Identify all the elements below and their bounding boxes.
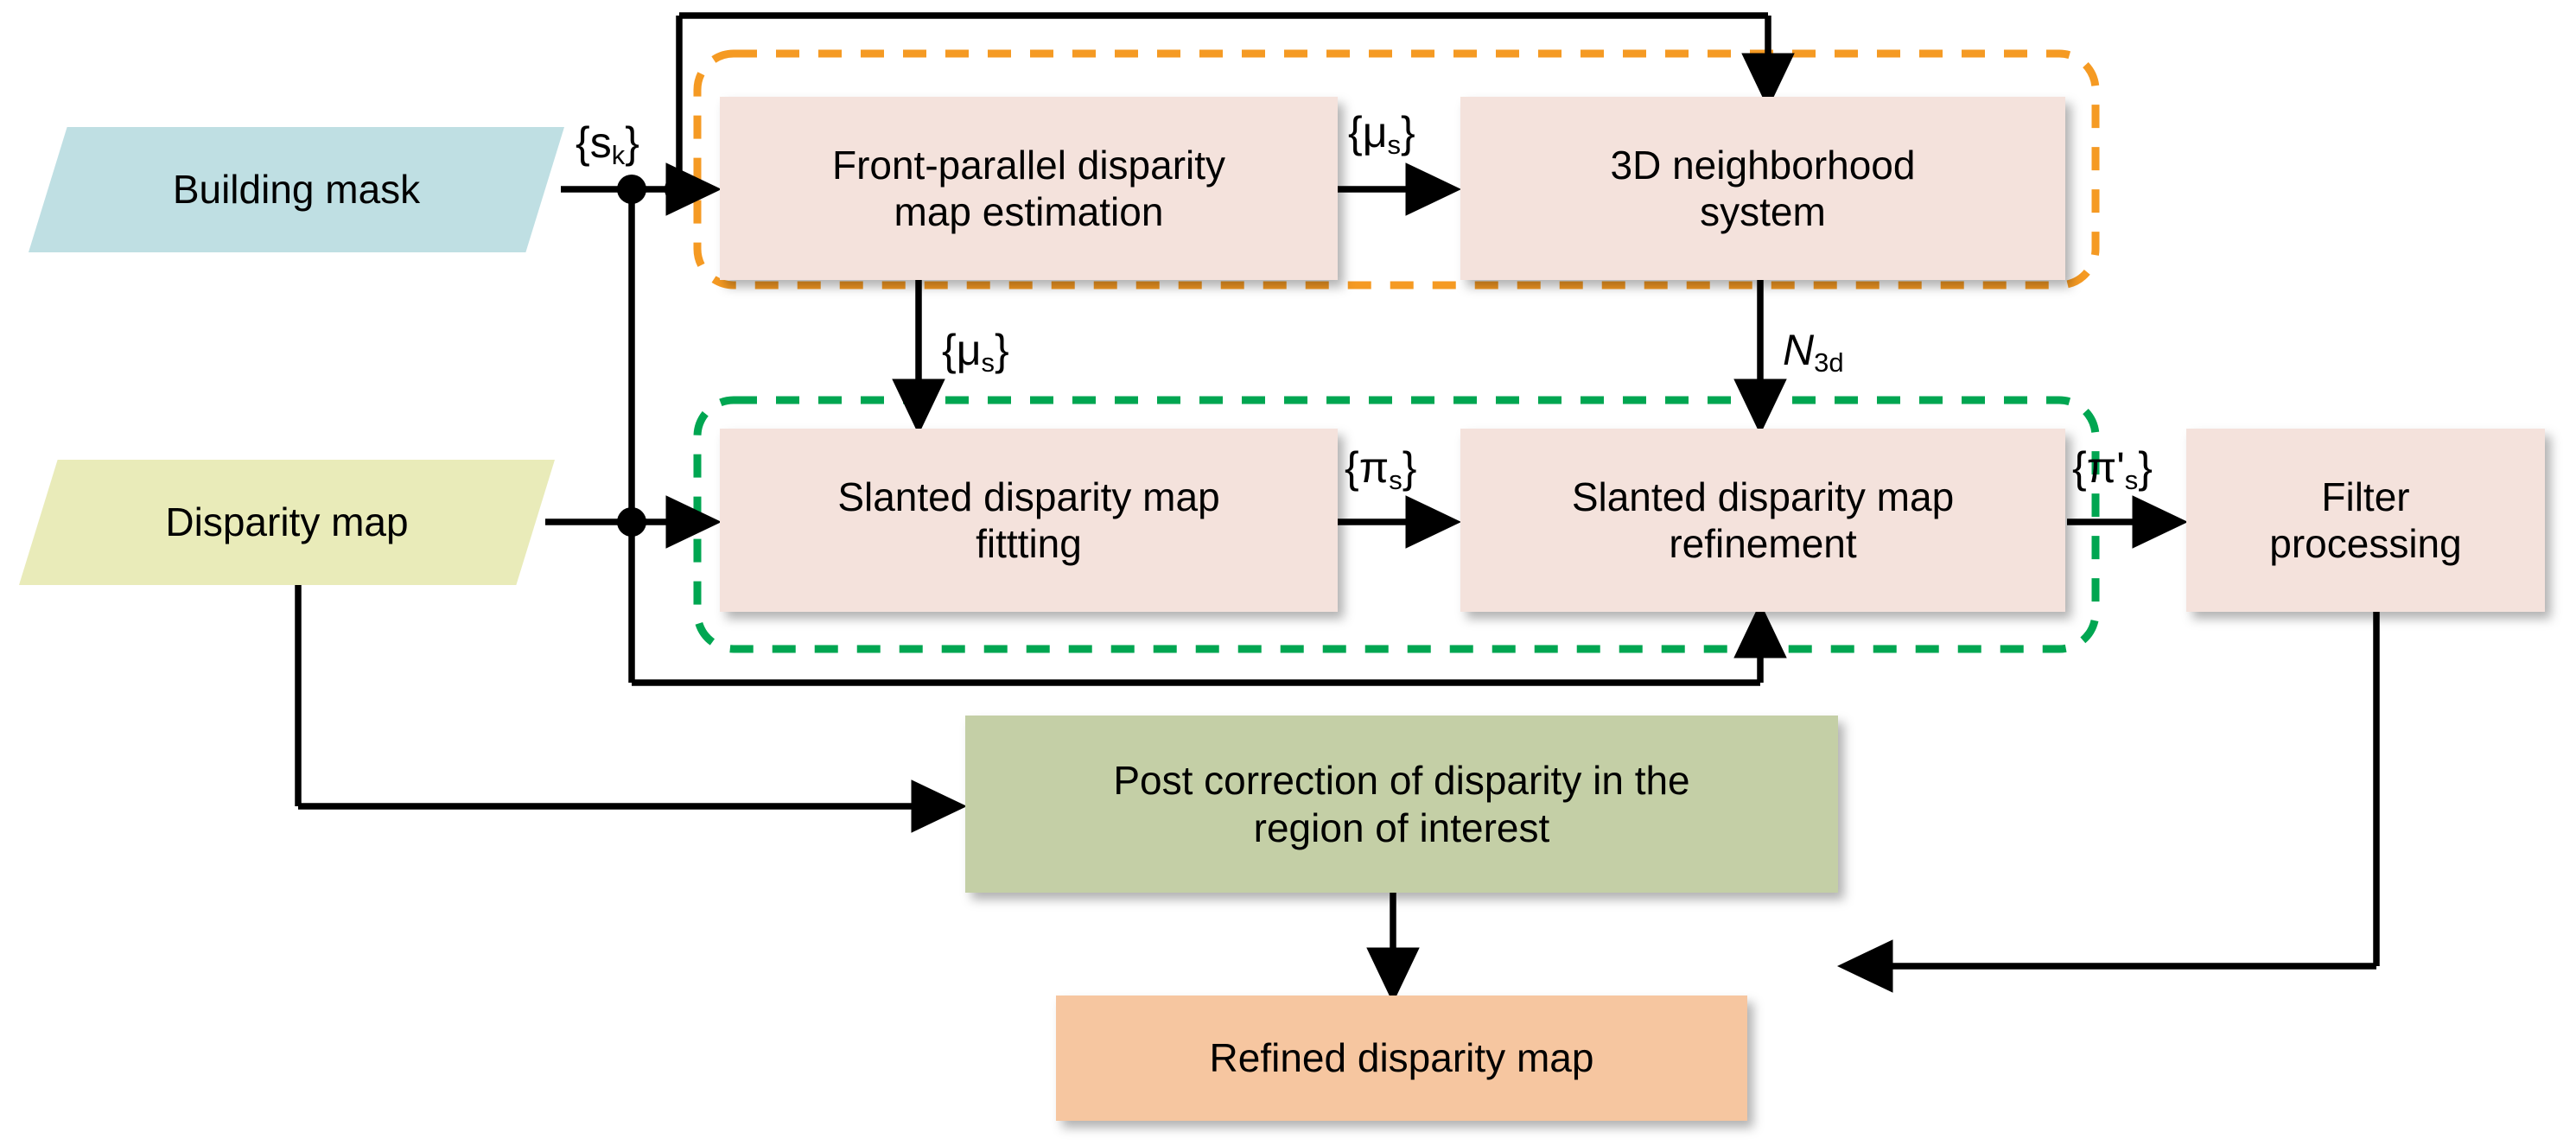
junction-dot-disparity — [617, 507, 646, 537]
edge-label-pis-sub: s — [1389, 465, 1402, 496]
edge-label-n3d-sub: 3d — [1814, 347, 1844, 378]
node-slanted-disparity-map-fitting[interactable]: Slanted disparity map fittting — [720, 429, 1338, 612]
edge-label-sk-base: {s — [576, 118, 612, 167]
node-3d-neighborhood-line2: system — [1700, 189, 1826, 234]
edge-label-pis-close: } — [1402, 443, 1417, 492]
node-disparity-map-label: Disparity map — [165, 499, 409, 545]
junction-dot-sk-left — [617, 175, 646, 204]
node-3d-neighborhood-system[interactable]: 3D neighborhood system — [1460, 97, 2065, 280]
node-slanted-fitting-line2: fittting — [976, 521, 1082, 566]
edge-label-mus-top-close: } — [1401, 108, 1415, 156]
node-filter-processing-text: Filter processing — [2252, 474, 2478, 568]
edge-label-pis-prime-base: {π' — [2072, 443, 2125, 492]
edge-label-mus-top-sub: s — [1387, 130, 1402, 161]
node-3d-neighborhood-text: 3D neighborhood system — [1593, 142, 1933, 236]
node-post-correction-line2: region of interest — [1253, 805, 1550, 850]
node-front-parallel-disparity-map-estimation[interactable]: Front-parallel disparity map estimation — [720, 97, 1338, 280]
edge-label-sk-close: } — [625, 118, 639, 167]
node-slanted-refinement-line1: Slanted disparity map — [1571, 474, 1955, 519]
node-slanted-disparity-map-refinement[interactable]: Slanted disparity map refinement — [1460, 429, 2065, 612]
node-slanted-refinement-text: Slanted disparity map refinement — [1555, 474, 1971, 568]
node-front-parallel-line2: map estimation — [894, 189, 1164, 234]
node-building-mask-label: Building mask — [172, 167, 421, 213]
edge-label-pis-prime-sub: s — [2124, 465, 2139, 496]
node-filter-processing[interactable]: Filter processing — [2186, 429, 2545, 612]
edge-label-mus-down-close: } — [995, 326, 1009, 374]
node-slanted-fitting-line1: Slanted disparity map — [837, 474, 1220, 519]
edge-label-pis: {πs} — [1345, 443, 1417, 493]
junction-dots — [617, 175, 694, 537]
node-building-mask[interactable]: Building mask — [29, 127, 564, 252]
edge-label-mus-down-base: {μ — [942, 326, 982, 374]
node-front-parallel-text: Front-parallel disparity map estimation — [815, 142, 1243, 236]
edge-label-mus-top-base: {μ — [1348, 108, 1388, 156]
node-filter-processing-line2: processing — [2269, 521, 2462, 566]
edge-label-pis-prime: {π's} — [2072, 443, 2153, 493]
edge-label-pis-prime-close: } — [2138, 443, 2153, 492]
node-post-correction[interactable]: Post correction of disparity in the regi… — [965, 716, 1838, 893]
node-post-correction-text: Post correction of disparity in the regi… — [1096, 757, 1707, 851]
junction-dot-sk-right — [665, 175, 694, 204]
node-post-correction-line1: Post correction of disparity in the — [1113, 758, 1690, 804]
edge-label-mus-down-sub: s — [981, 347, 995, 378]
edge-label-sk: {sk} — [576, 118, 639, 169]
edge-label-pis-base: {π — [1345, 443, 1390, 492]
edge-label-n3d: N3d — [1783, 326, 1844, 376]
edge-label-n3d-base: N — [1783, 326, 1815, 374]
node-filter-processing-line1: Filter — [2321, 474, 2410, 519]
edge-label-mus-top: {μs} — [1348, 108, 1415, 158]
edge-label-sk-sub: k — [611, 140, 626, 171]
node-slanted-refinement-line2: refinement — [1669, 521, 1857, 566]
node-refined-disparity-map-label: Refined disparity map — [1209, 1035, 1594, 1081]
node-slanted-fitting-text: Slanted disparity map fittting — [820, 474, 1237, 568]
node-disparity-map[interactable]: Disparity map — [19, 460, 555, 585]
node-refined-disparity-map[interactable]: Refined disparity map — [1056, 996, 1747, 1121]
edge-label-mus-down: {μs} — [942, 326, 1009, 376]
node-front-parallel-line1: Front-parallel disparity — [831, 142, 1226, 188]
node-3d-neighborhood-line1: 3D neighborhood — [1610, 142, 1916, 188]
